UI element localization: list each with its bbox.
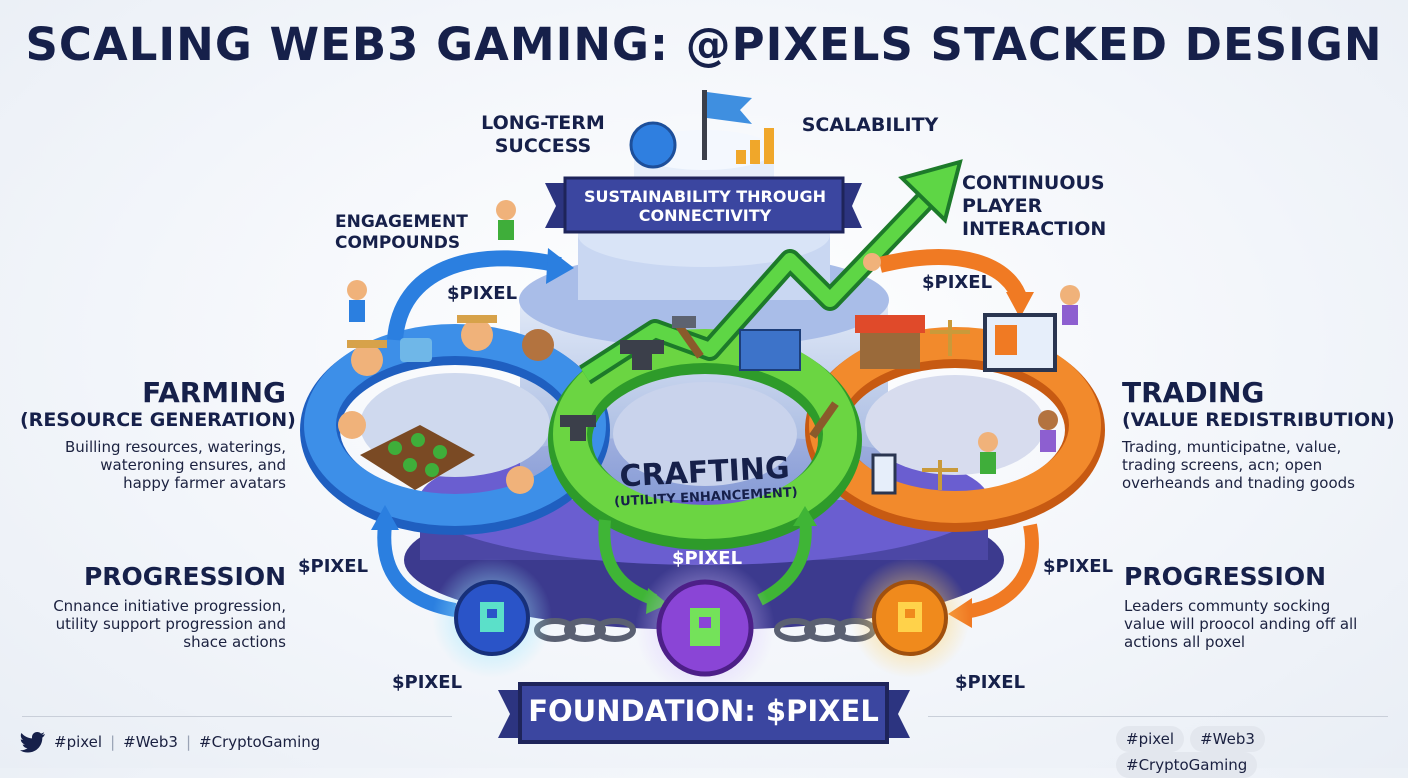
climbing-player-avatar	[863, 253, 881, 271]
footer-tag-pixel[interactable]: #pixel	[54, 733, 103, 751]
pixel-label-left-bottom: $PIXEL	[392, 672, 463, 693]
footer-right-tags: #pixel#Web3#CryptoGaming	[1110, 726, 1408, 778]
pixel-coin-orange	[850, 558, 970, 678]
progression-right-arrow	[963, 523, 1039, 619]
sustainability-banner: SUSTAINABILITY THROUGH CONNECTIVITY	[584, 187, 826, 225]
farming-title: FARMING	[142, 376, 286, 409]
trading-section: TRADING (VALUE REDISTRIBUTION) Trading, …	[1122, 376, 1395, 492]
farmer-avatar-2	[457, 315, 497, 351]
pixel-label-center: $PIXEL	[672, 548, 743, 569]
farming-description: Builling resources, waterings, wateronin…	[64, 438, 286, 492]
long-term-success-label: LONG-TERM SUCCESS	[481, 112, 605, 157]
continuous-interaction-label: CONTINUOUS PLAYER INTERACTION	[962, 172, 1107, 240]
footer-separator: |	[110, 733, 116, 751]
progression-right-description: Leaders communty socking value will proo…	[1124, 597, 1358, 651]
foundation-banner-shape	[498, 682, 910, 744]
trading-title: TRADING	[1122, 376, 1265, 409]
scales-icon	[930, 320, 970, 356]
flag-icon	[702, 90, 752, 160]
farmer-avatar-3	[522, 329, 554, 361]
farm-plot-icon	[360, 425, 475, 490]
farmer-avatar-5	[506, 466, 534, 494]
anvil-icon	[620, 340, 664, 370]
scales-icon-2	[922, 460, 958, 490]
footer-tag-web3[interactable]: #Web3	[123, 733, 178, 751]
footer-tag-cryptogaming[interactable]: #CryptoGaming	[199, 733, 321, 751]
globe-icon	[629, 121, 677, 169]
tablet-icon	[871, 453, 897, 495]
crafting-up-arrow-right	[757, 519, 812, 606]
foundation-label: FOUNDATION: $PIXEL	[528, 694, 879, 728]
twitter-bird-icon	[20, 732, 45, 753]
footer-left-tags: #pixel | #Web3 | #CryptoGaming	[20, 731, 320, 753]
scalability-label: SCALABILITY	[801, 114, 939, 136]
market-stall-icon	[855, 315, 925, 369]
farming-subtitle: (RESOURCE GENERATION)	[20, 409, 296, 431]
farmer-avatar-4	[338, 411, 366, 439]
blueprint-icon	[739, 329, 801, 371]
engagement-compounds-label: ENGAGEMENT COMPOUNDS	[335, 212, 468, 253]
anvil-icon-2	[560, 415, 596, 441]
growth-arrow	[579, 159, 963, 385]
continuous-arrow	[878, 249, 1028, 303]
trading-subtitle: (VALUE REDISTRIBUTION)	[1122, 409, 1395, 431]
trading-screen-icon	[983, 313, 1057, 372]
pixel-label-right-bottom: $PIXEL	[955, 672, 1026, 693]
page-title: SCALING WEB3 GAMING: @PIXELS STACKED DES…	[25, 18, 1383, 71]
pixel-coin-blue	[432, 558, 552, 678]
pixel-label-right-mid: $PIXEL	[1043, 556, 1114, 577]
watering-can-icon	[400, 338, 432, 362]
hashtag-pill-web3[interactable]: #Web3	[1190, 726, 1265, 752]
farmer-avatar-1	[347, 340, 387, 376]
footer-divider-left	[22, 716, 452, 717]
trader-avatar-1	[978, 432, 998, 474]
pixel-coin-purple	[635, 558, 775, 698]
progression-left-description: Cnnance initiative progression, utility …	[53, 597, 286, 651]
hammer-icon	[672, 316, 704, 359]
farming-section: FARMING (RESOURCE GENERATION) Builling r…	[20, 376, 296, 492]
continuous-arrowhead	[1006, 292, 1034, 318]
trading-description: Trading, munticipatne, value, trading sc…	[1122, 438, 1355, 492]
progression-left-section: PROGRESSION Cnnance initiative progressi…	[40, 562, 286, 651]
engagement-arrow	[387, 250, 562, 341]
sustainability-banner-shape	[545, 176, 862, 234]
engagement-arrowhead	[546, 248, 574, 284]
hashtag-pill-pixel[interactable]: #pixel	[1116, 726, 1185, 752]
growth-chart-icon	[736, 128, 774, 164]
progression-left-title: PROGRESSION	[83, 562, 286, 591]
foundation-banner: FOUNDATION: $PIXEL	[520, 694, 887, 728]
pixel-label-blue-loop: $PIXEL	[447, 283, 518, 304]
trader-avatar-3	[1060, 285, 1080, 325]
waving-player-avatar	[347, 280, 367, 322]
crafting-up-arrowhead-right	[793, 506, 817, 526]
progression-left-arrowhead	[371, 505, 399, 530]
pixel-label-orange-loop: $PIXEL	[922, 272, 993, 293]
tools-icon	[809, 401, 839, 439]
chain-left	[534, 618, 636, 642]
progression-right-title: PROGRESSION	[1124, 562, 1327, 591]
footer-divider-right	[928, 716, 1388, 717]
trader-avatar-2	[1038, 410, 1058, 452]
progression-right-section: PROGRESSION Leaders communty socking val…	[1124, 562, 1360, 651]
running-player-avatar	[496, 200, 516, 240]
hashtag-pill-cryptogaming[interactable]: #CryptoGaming	[1116, 752, 1258, 778]
footer-separator: |	[185, 733, 192, 751]
pixel-label-left-mid: $PIXEL	[298, 556, 369, 577]
